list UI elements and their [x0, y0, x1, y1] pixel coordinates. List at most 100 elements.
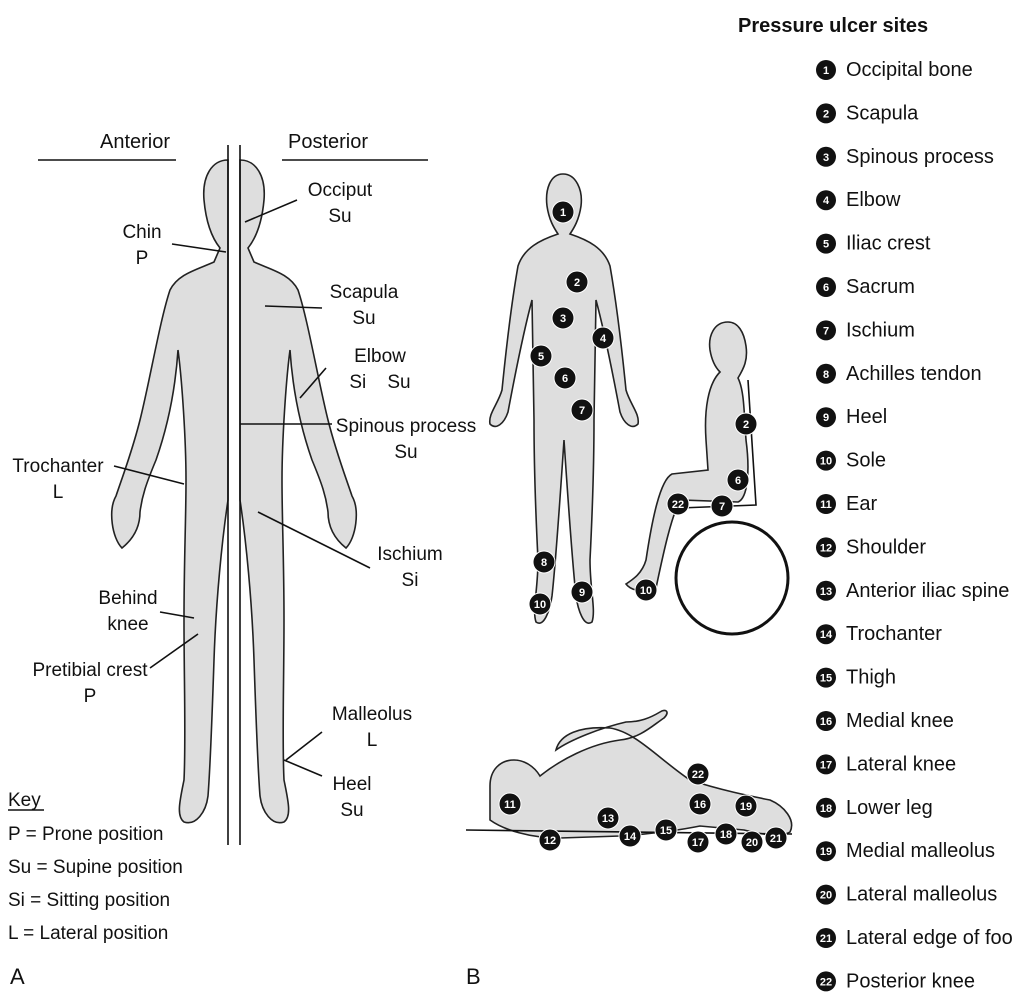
site-marker: 7	[711, 495, 733, 517]
legend-site-name: Shoulder	[846, 536, 926, 558]
site-marker-number: 9	[579, 587, 585, 599]
site-marker-number: 17	[692, 837, 704, 849]
anterior-body-figure	[112, 160, 228, 823]
legend-site-name: Ischium	[846, 319, 915, 341]
site-marker-number: 3	[560, 313, 566, 325]
site-marker: 22	[687, 763, 709, 785]
legend-site-name: Medial malleolus	[846, 840, 995, 862]
site-marker-number: 5	[538, 351, 544, 363]
leader-heel	[284, 760, 322, 776]
key-item: L = Lateral position	[8, 923, 168, 944]
site-marker: 5	[530, 345, 552, 367]
site-marker: 22	[667, 493, 689, 515]
legend-list: 1 Occipital bone 2 Scapula 3Spinous process 4…	[816, 59, 1013, 992]
site-marker: 4	[592, 327, 614, 349]
legend-site-name: Spinous process	[846, 146, 994, 168]
legend-site-name: Lateral knee	[846, 753, 956, 775]
legend-badge-number: 16	[820, 716, 832, 728]
site-marker: 6	[554, 367, 576, 389]
legend-site-name: Lower leg	[846, 797, 933, 819]
site-marker: 2	[735, 413, 757, 435]
legend-site-name: Anterior iliac spine	[846, 580, 1009, 602]
label-occiput: Occiput	[308, 180, 373, 201]
legend-badge-number: 5	[823, 239, 829, 251]
label-elbow: Elbow	[354, 346, 406, 367]
legend-site-name: Posterior knee	[846, 970, 975, 992]
site-marker-number: 18	[720, 829, 732, 841]
label-trochanter: Trochanter	[12, 456, 104, 477]
site-marker: 16	[689, 793, 711, 815]
label-scapula: Scapula	[330, 282, 399, 303]
key-item: P = Prone position	[8, 824, 163, 845]
site-marker-number: 8	[541, 557, 547, 569]
legend-item: 3Spinous process	[816, 146, 994, 168]
site-marker: 18	[715, 823, 737, 845]
wheelchair-wheel	[676, 522, 788, 634]
label-elbow-position: Si Su	[349, 372, 410, 393]
label-behind-knee: Behind	[98, 588, 157, 609]
site-marker-number: 21	[770, 833, 782, 845]
legend-badge-number: 9	[823, 412, 829, 424]
site-marker-number: 1	[560, 207, 566, 219]
legend-badge-number: 2	[823, 108, 829, 120]
legend-site-name: Iliac crest	[846, 233, 931, 255]
site-marker-number: 12	[544, 835, 556, 847]
key-item: Si = Sitting position	[8, 890, 170, 911]
site-marker-number: 6	[562, 373, 568, 385]
legend-item: 2 Scapula	[816, 102, 919, 124]
legend-badge-number: 8	[823, 369, 829, 381]
label-pretibial: Pretibial crest	[32, 660, 148, 681]
site-marker: 13	[597, 807, 619, 829]
site-marker-number: 7	[579, 405, 585, 417]
site-marker-number: 20	[746, 837, 758, 849]
legend-badge-number: 15	[820, 673, 832, 685]
legend-item: 9Heel	[816, 406, 887, 428]
site-marker: 19	[735, 795, 757, 817]
legend-item: 22Posterior knee	[816, 970, 975, 992]
legend-item: 12 Shoulder	[816, 536, 926, 558]
legend-item: 1 Occipital bone	[816, 59, 973, 81]
label-occiput-position: Su	[328, 206, 351, 227]
legend-site-name: Occipital bone	[846, 59, 973, 81]
site-marker-number: 10	[534, 599, 546, 611]
legend-badge-number: 12	[820, 542, 832, 554]
label-chin: Chin	[122, 222, 161, 243]
site-marker: 14	[619, 825, 641, 847]
label-ischium-position: Si	[402, 570, 419, 591]
site-marker: 11	[499, 793, 521, 815]
legend-site-name: Trochanter	[846, 623, 942, 645]
panel-a-label: A	[10, 964, 25, 989]
label-malleolus: Malleolus	[332, 704, 412, 725]
legend-badge-number: 17	[820, 759, 832, 771]
legend-item: 11Ear	[816, 493, 877, 515]
lying-figure	[490, 710, 792, 838]
legend-site-name: Achilles tendon	[846, 363, 982, 385]
site-marker-number: 2	[743, 419, 749, 431]
site-marker: 7	[571, 399, 593, 421]
legend-site-name: Sole	[846, 450, 886, 472]
legend-site-name: Lateral edge of foot	[846, 927, 1013, 949]
site-marker: 1	[552, 201, 574, 223]
site-marker-number: 22	[692, 769, 704, 781]
legend-badge-number: 1	[823, 65, 829, 77]
legend-site-name: Scapula	[846, 102, 919, 124]
legend-site-name: Medial knee	[846, 710, 954, 732]
site-marker: 15	[655, 819, 677, 841]
legend-item: 5 Iliac crest	[816, 233, 931, 255]
site-marker-number: 2	[574, 277, 580, 289]
key-item: Su = Supine position	[8, 857, 183, 878]
label-heel-position: Su	[340, 800, 363, 821]
label-pretibial-position: P	[84, 686, 97, 707]
legend-site-name: Sacrum	[846, 276, 915, 298]
label-scapula-position: Su	[352, 308, 375, 329]
legend-item: 8 Achilles tendon	[816, 363, 982, 385]
key-items: P = Prone position Su = Supine positionSi…	[8, 824, 183, 944]
site-marker: 6	[727, 469, 749, 491]
